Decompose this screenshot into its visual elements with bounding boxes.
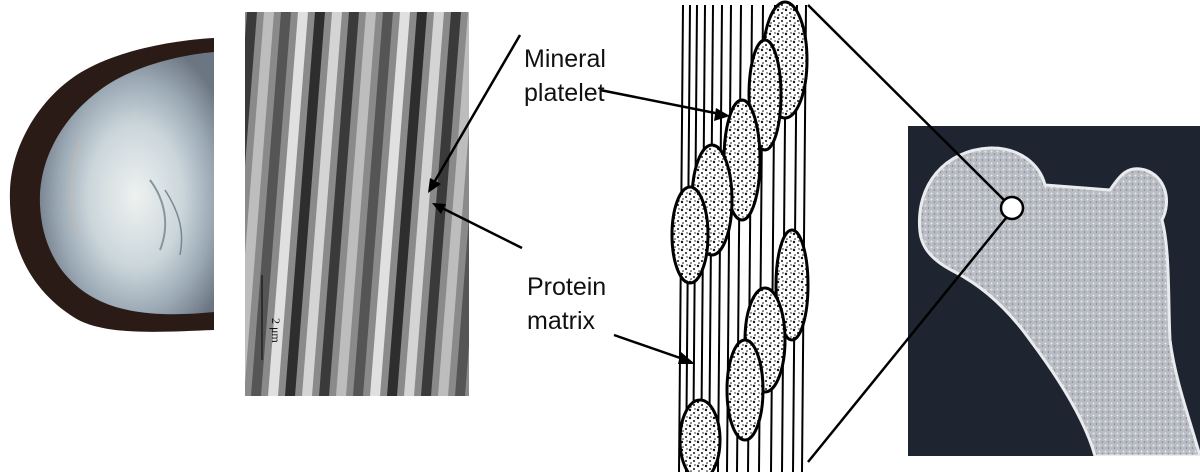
- mineral-label-line-1: Mineral: [524, 42, 606, 76]
- protein-label-line-2: matrix: [527, 304, 606, 338]
- shell-photo: [10, 30, 222, 340]
- zoom-circle: [1001, 197, 1023, 219]
- protein-label-line-1: Protein: [527, 270, 606, 304]
- mineral-platelet-arrow: [600, 90, 720, 114]
- mineral-platelet: [672, 187, 708, 283]
- platelet-schematic: [672, 2, 808, 472]
- femur-image: [908, 126, 1200, 456]
- connector-line-top: [808, 5, 1004, 200]
- protein-matrix-arrow: [614, 335, 686, 360]
- mineral-label-line-2: platelet: [524, 76, 606, 110]
- mineral-platelet-label: Mineral platelet: [524, 42, 606, 110]
- mineral-platelet: [727, 340, 763, 440]
- sem-scale-label: 2 μm: [269, 318, 283, 343]
- mineral-platelet: [680, 400, 720, 472]
- sem-image: 2 μm: [200, 12, 495, 396]
- protein-matrix-label: Protein matrix: [527, 270, 606, 338]
